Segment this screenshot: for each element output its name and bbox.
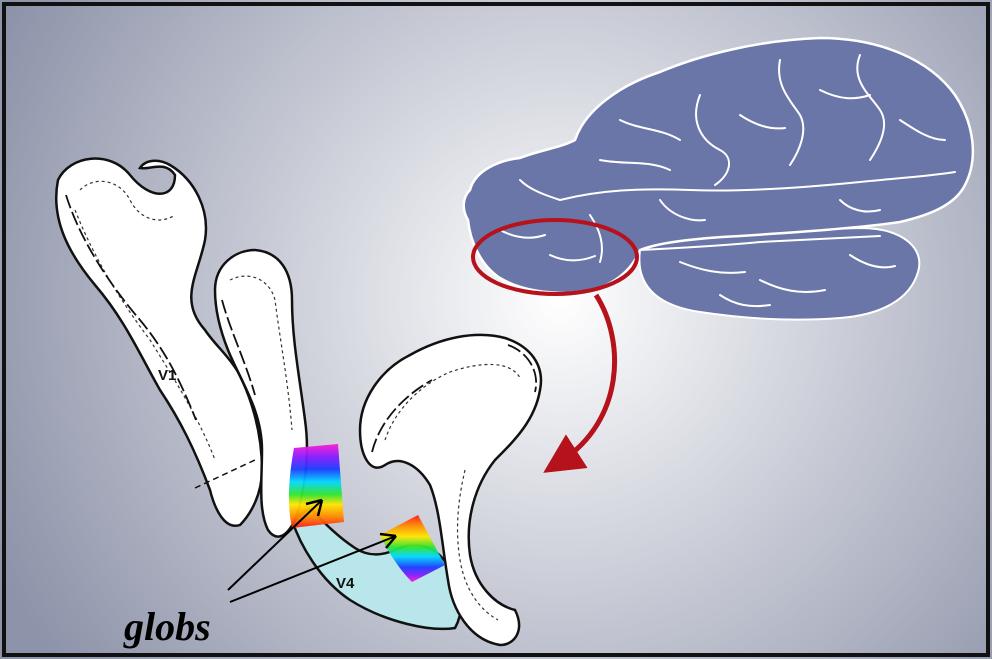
globs-label: globs (123, 604, 211, 649)
v1-label: V1 (158, 367, 176, 384)
glob-band-left (289, 444, 344, 528)
v4-label: V4 (336, 575, 355, 592)
